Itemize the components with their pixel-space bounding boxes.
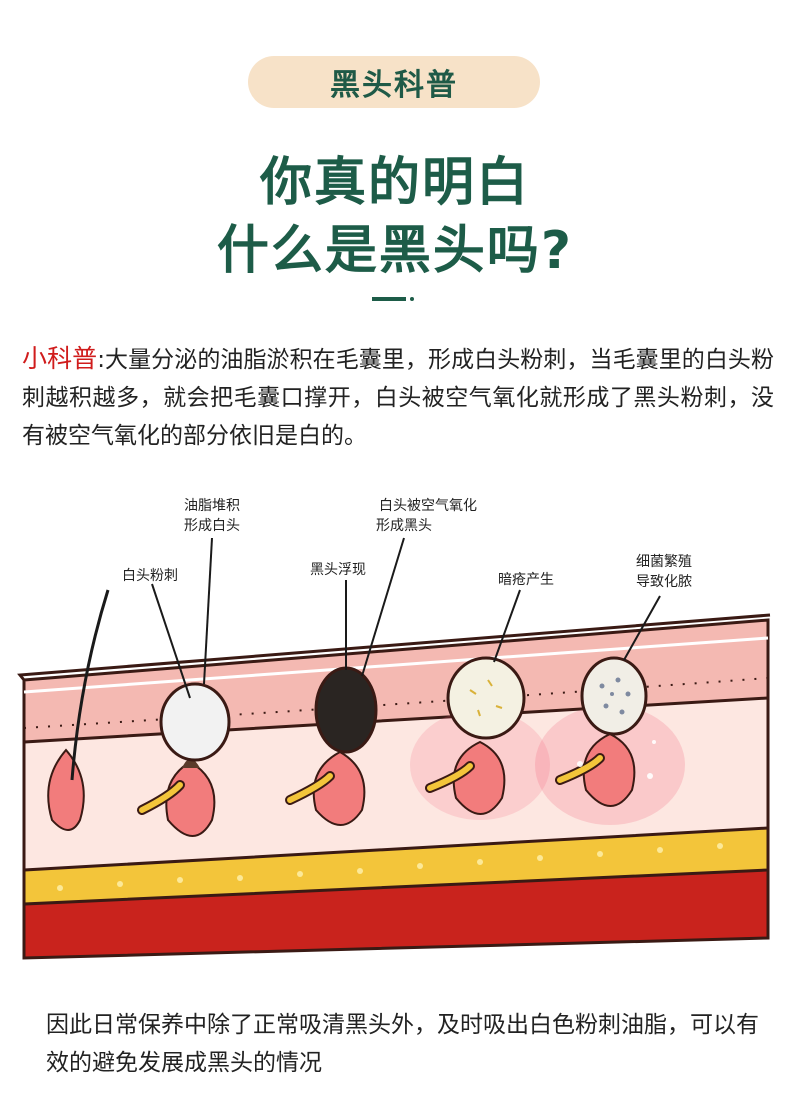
skin-cross-section-diagram: 白头粉刺 油脂堆积 形成白头 黑头浮现 白头被空气氧化 形成黑头 暗疮产生 细菌… — [17, 498, 771, 960]
label-acne: 暗疮产生 — [498, 572, 554, 588]
intro-paragraph: 小科普:大量分泌的油脂淤积在毛囊里，形成白头粉刺，当毛囊里的白头粉刺越积越多，就… — [22, 340, 774, 455]
acne-pimple — [446, 656, 526, 740]
blackhead — [314, 666, 378, 754]
pustule — [580, 656, 648, 736]
topic-badge: 黑头科普 — [248, 56, 540, 108]
whitehead — [159, 682, 231, 762]
label-blackhead: 黑头浮现 — [310, 562, 366, 578]
skin-surface — [17, 613, 771, 681]
label-bacteria-line-1: 细菌繁殖 — [636, 553, 692, 570]
intro-lead: 小科普 — [22, 344, 98, 373]
hair-strand — [70, 589, 110, 781]
label-oil-line-1: 油脂堆积 — [184, 498, 240, 514]
divider — [372, 297, 406, 301]
outro-paragraph: 因此日常保养中除了正常吸清黑头外，及时吸出白色粉刺油脂，可以有效的避免发展成黑头… — [46, 1012, 759, 1076]
label-oxidation-line-1: 白头被空气氧化 — [379, 498, 477, 514]
label-oil-line-2: 形成白头 — [184, 518, 240, 534]
label-whitehead: 白头粉刺 — [122, 568, 178, 584]
label-bacteria-line-2: 导致化脓 — [636, 573, 692, 590]
intro-text: :大量分泌的油脂淤积在毛囊里，形成白头粉刺，当毛囊里的白头粉刺越积越多，就会把毛… — [22, 347, 774, 449]
headline-line-1: 你真的明白 — [259, 153, 530, 213]
divider-dot — [410, 297, 414, 301]
label-oxidation-line-2: 形成黑头 — [376, 518, 432, 534]
hair-follicle — [47, 748, 85, 831]
headline-line-2: 什么是黑头吗? — [216, 221, 574, 281]
